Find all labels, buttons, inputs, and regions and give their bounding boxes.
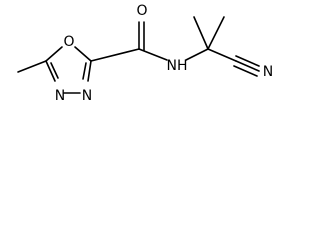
bond-n4-c5-double: [50, 62, 59, 79]
bond-c2-n3-double: [82, 62, 87, 80]
bond-cq-cn: [207, 48, 237, 62]
bond-o1-c2: [74, 46, 92, 62]
atom-carbonyl-oxygen: O: [136, 3, 147, 19]
structure-drawing: O O NH N N N: [17, 3, 273, 104]
bond-cq-methyl-right: [207, 16, 225, 50]
atom-ring-nitrogen-right: N: [82, 88, 92, 104]
atom-nitrile-nitrogen: N: [263, 64, 273, 80]
bond-c2-carbonyl: [90, 48, 140, 62]
bond-triple-1: [235, 55, 260, 67]
bond-nh-cq: [185, 48, 209, 61]
atom-amide-nh: NH: [167, 58, 188, 74]
bond-cq-methyl-left: [193, 16, 209, 50]
bond-carbonyl-nh: [138, 48, 168, 61]
bond-c5-o1: [45, 46, 63, 62]
bond-methyl-c5: [17, 60, 47, 73]
bond-triple-3: [233, 65, 258, 77]
molecule-diagram: O O NH N N N: [0, 0, 288, 126]
bond-n4-c5: [45, 60, 56, 82]
bond-triple-2: [235, 60, 260, 72]
bond-c2-n3: [87, 60, 92, 82]
atom-ring-nitrogen-left: N: [55, 88, 65, 104]
atom-ring-oxygen: O: [63, 34, 74, 50]
